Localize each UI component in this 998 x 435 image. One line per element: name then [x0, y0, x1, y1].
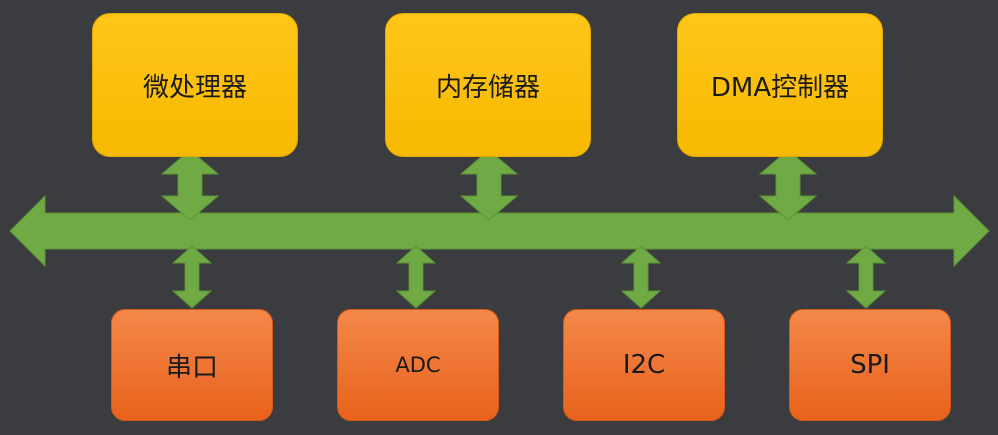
uart-block: 串口	[111, 309, 273, 421]
memory-label: 内存储器	[435, 72, 540, 103]
dma-controller-label: DMA控制器	[710, 72, 850, 103]
i2c-block: I2C	[563, 309, 725, 421]
cpu-bus-connector-arrow	[160, 149, 220, 221]
i2c-bus-connector-arrow	[620, 245, 662, 309]
spi-bus-connector-arrow	[845, 245, 887, 309]
spi-block: SPI	[789, 309, 951, 421]
memory-bus-connector-arrow	[459, 149, 519, 221]
system-bus-arrow	[9, 194, 990, 268]
microprocessor-label: 微处理器	[142, 72, 247, 103]
memory-block: 内存储器	[385, 13, 591, 157]
i2c-label: I2C	[622, 350, 666, 380]
dma-bus-connector-arrow	[758, 149, 818, 221]
adc-bus-connector-arrow	[395, 245, 437, 309]
dma-controller-block: DMA控制器	[677, 13, 883, 157]
spi-label: SPI	[850, 350, 890, 380]
adc-label: ADC	[395, 353, 441, 377]
adc-block: ADC	[337, 309, 499, 421]
uart-bus-connector-arrow	[171, 245, 213, 309]
uart-label: 串口	[165, 352, 218, 383]
microprocessor-block: 微处理器	[92, 13, 298, 157]
